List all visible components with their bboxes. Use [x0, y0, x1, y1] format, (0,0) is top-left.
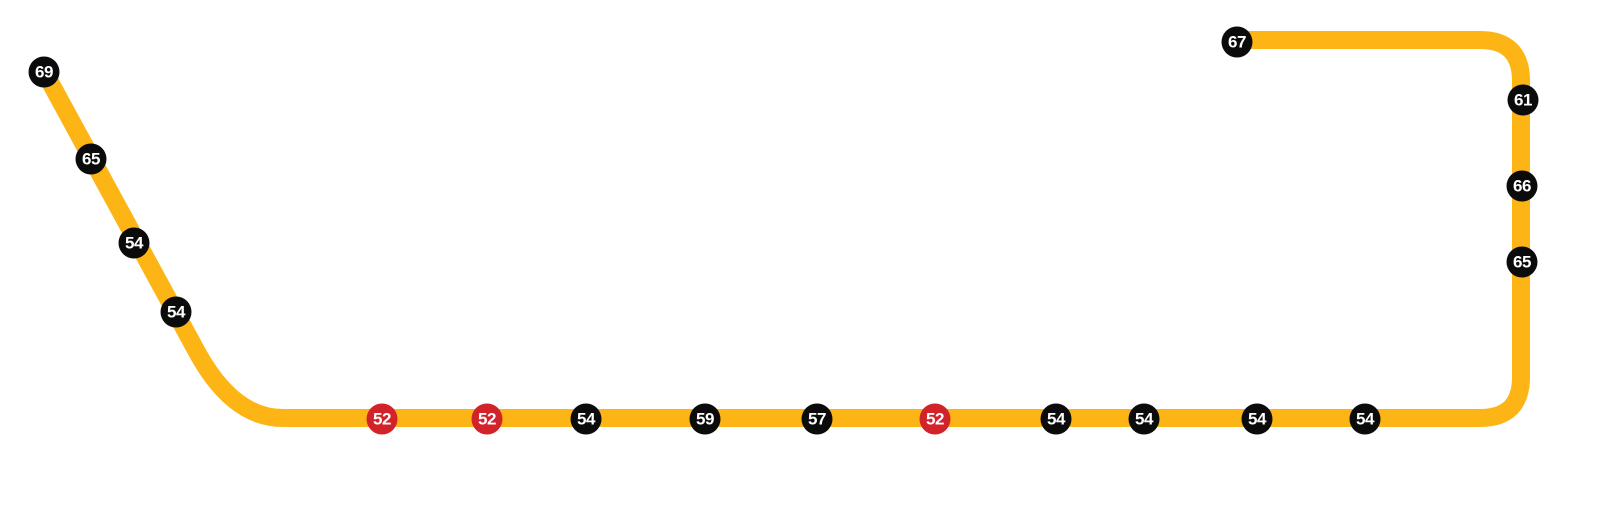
station-badge[interactable]: 54 — [118, 227, 150, 259]
station-badge[interactable]: 67 — [1221, 26, 1253, 58]
station-badge[interactable]: 57 — [801, 403, 833, 435]
station-badge[interactable]: 52 — [471, 403, 503, 435]
station-badge[interactable]: 65 — [75, 143, 107, 175]
station-badge[interactable]: 59 — [689, 403, 721, 435]
station-badge[interactable]: 54 — [160, 296, 192, 328]
station-badge[interactable]: 54 — [1349, 403, 1381, 435]
station-badge[interactable]: 52 — [919, 403, 951, 435]
station-badge[interactable]: 54 — [1241, 403, 1273, 435]
station-badge[interactable]: 65 — [1506, 246, 1538, 278]
station-badge[interactable]: 54 — [1040, 403, 1072, 435]
station-badge[interactable]: 66 — [1506, 170, 1538, 202]
route-line-path — [35, 31, 1530, 427]
station-badge[interactable]: 61 — [1507, 84, 1539, 116]
station-badge[interactable]: 52 — [366, 403, 398, 435]
station-badge[interactable]: 54 — [570, 403, 602, 435]
station-badge[interactable]: 69 — [28, 56, 60, 88]
station-badge[interactable]: 54 — [1128, 403, 1160, 435]
